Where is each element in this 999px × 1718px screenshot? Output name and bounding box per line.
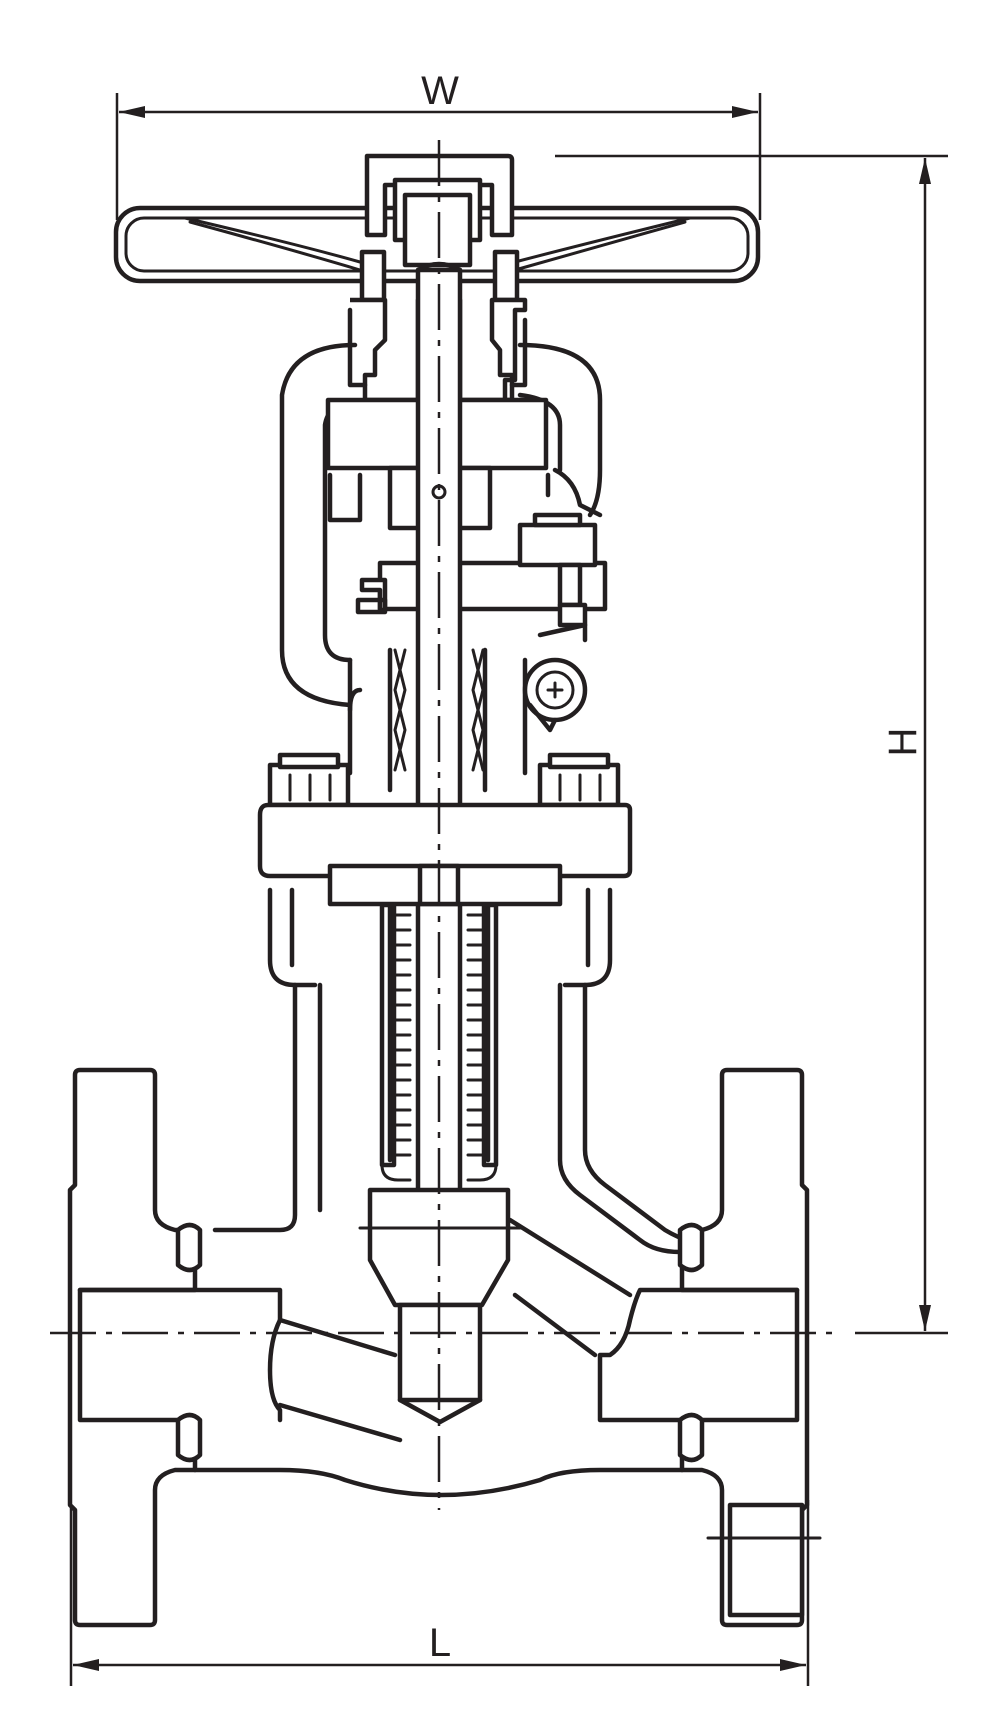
length-dimension: L bbox=[69, 1500, 810, 1686]
length-label: L bbox=[429, 1621, 451, 1665]
bonnet bbox=[257, 802, 633, 988]
bonnet-bolts bbox=[267, 752, 621, 808]
valve-body bbox=[67, 982, 822, 1628]
width-dimension: W bbox=[115, 69, 762, 220]
gland-packing bbox=[393, 648, 485, 772]
lube-fitting bbox=[517, 467, 603, 733]
bellows bbox=[379, 902, 499, 1182]
height-label: H bbox=[881, 728, 925, 757]
width-label: W bbox=[421, 69, 459, 113]
height-dimension: H bbox=[555, 154, 948, 1335]
